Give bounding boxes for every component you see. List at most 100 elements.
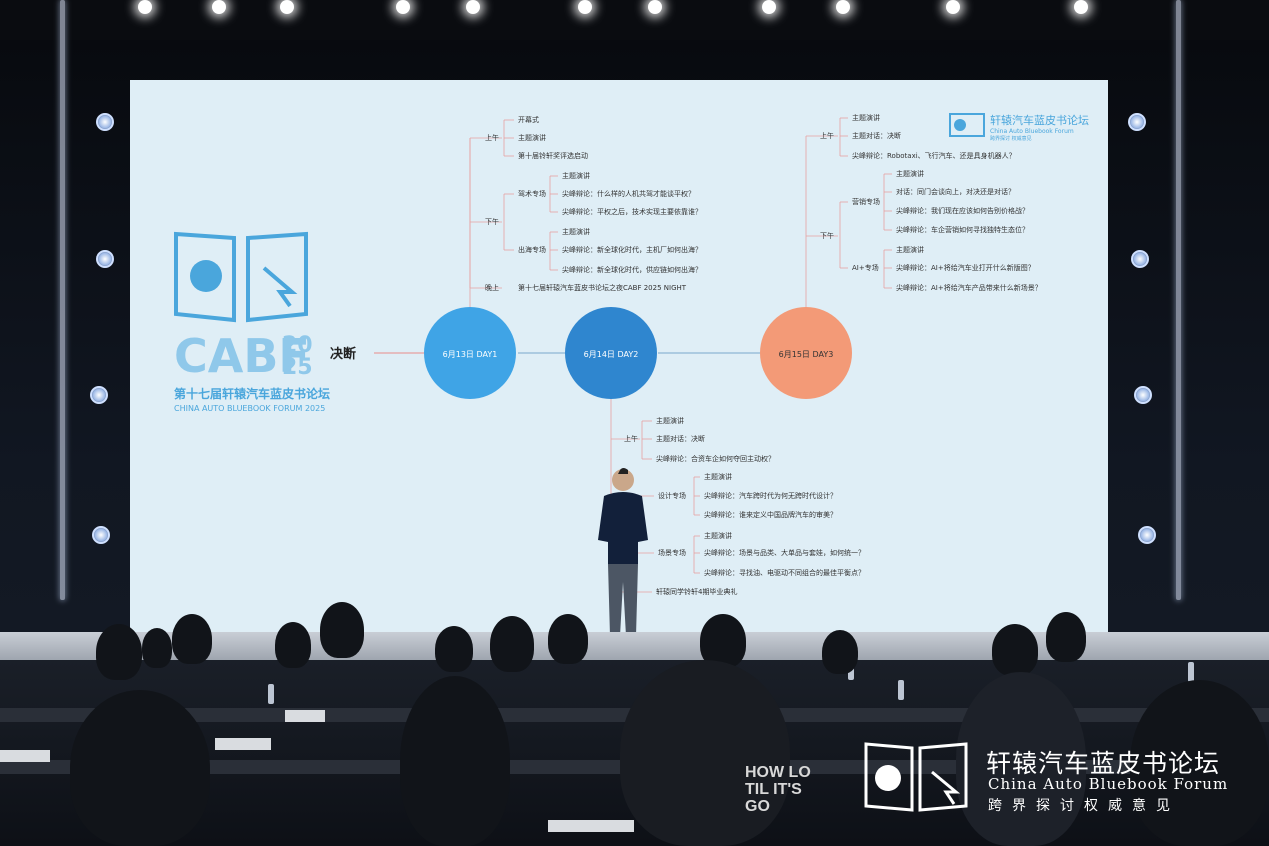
event-title: 第十七届轩辕汽车蓝皮书论坛: [174, 386, 330, 401]
day2-group1-item: 尖峰辩论：汽车跨时代为何无跨时代设计？: [704, 491, 837, 500]
spotlight: [138, 0, 152, 14]
day1-group2-item: 尖峰辩论：新全球化时代，供应链如何出海？: [562, 265, 702, 274]
spotlight: [836, 0, 850, 14]
day1-label: 6月13日 DAY1: [443, 350, 498, 359]
watermark-tagline: 跨界探讨权威意见: [988, 798, 1180, 814]
speaker-silhouette: [598, 468, 648, 642]
audience-head: [320, 602, 364, 658]
nameplate: [215, 738, 271, 750]
day2-group2-item: 主题演讲: [704, 531, 732, 540]
day2-morning: 上午: [624, 434, 638, 443]
nameplate: [0, 750, 50, 762]
day3-morning: 上午: [820, 131, 834, 140]
day1-evening: 晚上: [485, 283, 499, 292]
day1-group2-item: 主题演讲: [562, 227, 590, 236]
agenda-mindmap: CABF 20 25 第十七届轩辕汽车蓝皮书论坛 CHINA AUTO BLUE…: [174, 113, 1089, 596]
day3-morning-item: 尖峰辩论：Robotaxi、飞行汽车、还是具身机器人？: [852, 151, 1016, 160]
side-lamp: [92, 526, 110, 544]
audience-head: [1130, 680, 1269, 846]
day3-morning-item: 主题演讲: [852, 113, 880, 122]
day1-group2: 出海专场: [518, 245, 546, 254]
day1-group2-item: 尖峰辩论：新全球化时代，主机厂如何出海？: [562, 245, 702, 254]
audience-head: [992, 624, 1038, 676]
day2-group2-item: 尖峰辩论：寻找油、电驱动不同组合的最佳平衡点？: [704, 568, 865, 577]
logo-year-top: 20: [282, 333, 313, 358]
audience-head: [822, 630, 858, 674]
day2-group1: 设计专场: [658, 491, 686, 500]
spotlight: [946, 0, 960, 14]
day2-group1-item: 尖峰辩论：谁来定义中国品牌汽车的审美？: [704, 510, 837, 519]
day2-morning-item: 尖峰辩论：合资车企如何夺回主动权？: [656, 454, 775, 463]
day2-closing: 轩辕同学铃轩4期毕业典礼: [656, 587, 737, 596]
audience-head: [956, 672, 1086, 846]
day1-morning-item: 主题演讲: [518, 133, 546, 142]
audience-head: [70, 690, 210, 846]
day3-node: [760, 307, 852, 399]
audience-head: [548, 614, 588, 664]
day1-group1-item: 主题演讲: [562, 171, 590, 180]
spotlight: [466, 0, 480, 14]
day1-morning-item: 开幕式: [518, 115, 539, 124]
day3-group2-item: 尖峰辩论：AI+将给汽车业打开什么新版图？: [896, 263, 1035, 272]
water-bottle: [268, 684, 274, 704]
day1-group1-item: 尖峰辩论：平权之后，技术实现主要依靠谁？: [562, 207, 702, 216]
audience-head: [435, 626, 473, 672]
day2-group2: 场景专场: [658, 548, 686, 557]
day1-morning-item: 第十届铃轩奖评选启动: [518, 151, 588, 160]
brand-title: 轩辕汽车蓝皮书论坛: [990, 113, 1089, 127]
day1-group1-item: 尖峰辩论：什么样的人机共驾才能谈平权？: [562, 189, 695, 198]
spotlight: [212, 0, 226, 14]
watermark-title: 轩辕汽车蓝皮书论坛: [986, 749, 1221, 778]
watermark-logo: [864, 742, 968, 812]
brand-logo-small: [949, 113, 985, 137]
brand-english: China Auto Bluebook Forum: [990, 128, 1074, 135]
audience-head: [96, 624, 142, 680]
day1-node: [424, 307, 516, 399]
day3-group2-item: 尖峰辩论：AI+将给汽车产品带来什么新场景？: [896, 283, 1042, 292]
side-lamp: [96, 250, 114, 268]
audience-head: [172, 614, 212, 664]
event-subtitle: CHINA AUTO BLUEBOOK FORUM 2025: [174, 404, 325, 413]
spotlight: [578, 0, 592, 14]
day3-label: 6月15日 DAY3: [779, 350, 834, 359]
spotlight: [762, 0, 776, 14]
side-lamp: [96, 113, 114, 131]
day2-node: [565, 307, 657, 399]
side-lamp: [1138, 526, 1156, 544]
left-led-strip: [60, 0, 65, 600]
audience-head: [400, 676, 510, 846]
day3-group1-item: 尖峰辩论：车企营销如何寻找独特生态位？: [896, 225, 1029, 234]
root-label: 决断: [330, 346, 356, 362]
audience-head: [620, 660, 790, 846]
spotlight: [280, 0, 294, 14]
day2-label: 6月14日 DAY2: [584, 350, 639, 359]
logo-text: CABF: [174, 329, 310, 383]
water-bottle: [1188, 662, 1194, 682]
day2-group1-item: 主题演讲: [704, 472, 732, 481]
logo-year-bottom: 25: [282, 355, 313, 380]
audience-shirt-text: HOW LO TIL IT'S GO: [745, 764, 811, 815]
day3-afternoon: 下午: [820, 231, 834, 240]
day2-group2-item: 尖峰辩论：场景与品类、大单品与套娃，如何统一？: [704, 548, 865, 557]
spotlight: [1074, 0, 1088, 14]
day1-morning: 上午: [485, 133, 499, 142]
side-lamp: [1131, 250, 1149, 268]
spotlight: [648, 0, 662, 14]
side-lamp: [1128, 113, 1146, 131]
audience-head: [275, 622, 311, 668]
watermark-english: China Auto Bluebook Forum: [988, 775, 1229, 793]
day2-morning-item: 主题对话：决断: [656, 434, 705, 443]
side-lamp: [90, 386, 108, 404]
day1-group1: 驾术专场: [518, 189, 546, 198]
lighting-truss: [0, 0, 1269, 40]
day2-morning-item: 主题演讲: [656, 416, 684, 425]
day3-group1: 营销专场: [852, 197, 880, 206]
audience-head: [1046, 612, 1086, 662]
audience-head: [490, 616, 534, 672]
day3-group1-item: 尖峰辩论：我们现在应该如何告别价格战？: [896, 206, 1029, 215]
day3-morning-item: 主题对话：决断: [852, 131, 901, 140]
nameplate: [548, 820, 634, 832]
day3-group1-item: 对话：同门会谈向上，对决还是对话？: [896, 187, 1015, 196]
side-lamp: [1134, 386, 1152, 404]
day3-group1-item: 主题演讲: [896, 169, 924, 178]
